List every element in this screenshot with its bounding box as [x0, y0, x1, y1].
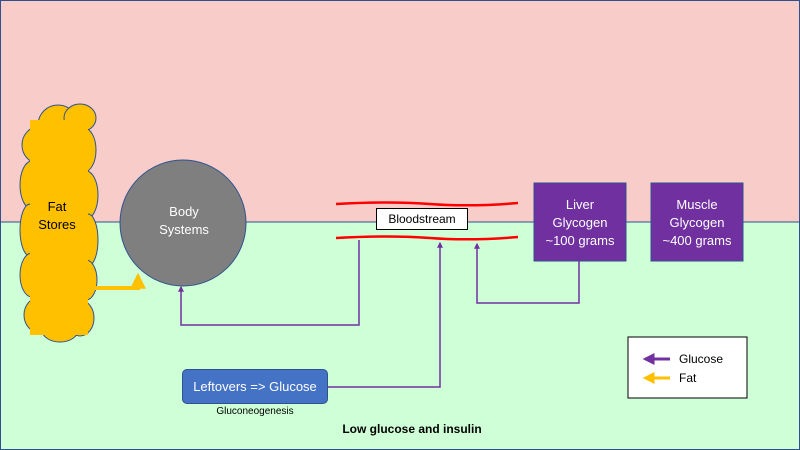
fat-arrow: [88, 272, 146, 290]
liver-glycogen-label: Liver Glycogen ~100 grams: [545, 197, 615, 248]
muscle-glycogen-box: [650, 182, 744, 262]
legend-glucose-label: Glucose: [679, 352, 724, 366]
vessel-bottom-line: [335, 235, 519, 241]
glucose-arrow-from-leftovers: [328, 241, 443, 388]
bloodstream-label: Bloodstream: [376, 208, 468, 230]
liver-glycogen-box: [533, 182, 627, 262]
legend-box: [627, 336, 748, 399]
gluconeogenesis-label: Gluconeogenesis: [216, 406, 294, 417]
body-systems-label: Body Systems: [159, 204, 209, 237]
fat-stores-cloud: [19, 103, 99, 343]
diagram-caption: Low glucose and insulin: [342, 422, 482, 436]
glucose-arrow-from-liver: [474, 242, 580, 304]
fat-stores-label: Fat Stores: [38, 199, 76, 232]
legend-fat-label: Fat: [679, 371, 697, 385]
vessel-top-line: [335, 201, 519, 207]
glucose-arrow-to-body: [178, 240, 360, 326]
leftovers-glucose-box: Leftovers => Glucose: [182, 369, 328, 404]
muscle-glycogen-label: Muscle Glycogen ~400 grams: [662, 197, 732, 248]
